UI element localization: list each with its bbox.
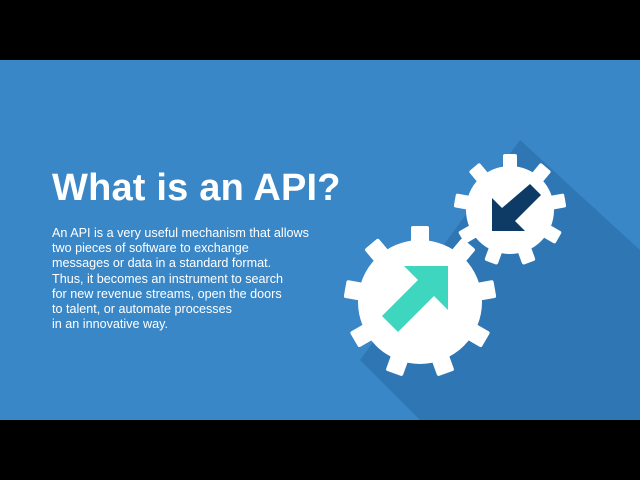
description-line: for new revenue streams, open the doors [52, 286, 282, 301]
description-line: to talent, or automate processes [52, 302, 232, 317]
description-line: two pieces of software to exchange [52, 241, 249, 256]
small-gear-icon [453, 154, 567, 265]
page-title: What is an API? [52, 167, 341, 209]
description-line: An API is a very useful mechanism that a… [52, 226, 309, 240]
arrow-down-left-icon [492, 184, 541, 231]
description-line: messages or data in a standard format. [52, 256, 272, 271]
slide: What is an API? An API is a very useful … [0, 60, 640, 420]
arrow-up-right-icon [382, 266, 448, 332]
big-gear-icon [343, 226, 497, 376]
description-line: Thus, it becomes an instrument to search [52, 271, 283, 286]
description-line: in an innovative way. [52, 317, 168, 332]
description-paragraph: An API is a very useful mechanism that a… [52, 226, 332, 332]
